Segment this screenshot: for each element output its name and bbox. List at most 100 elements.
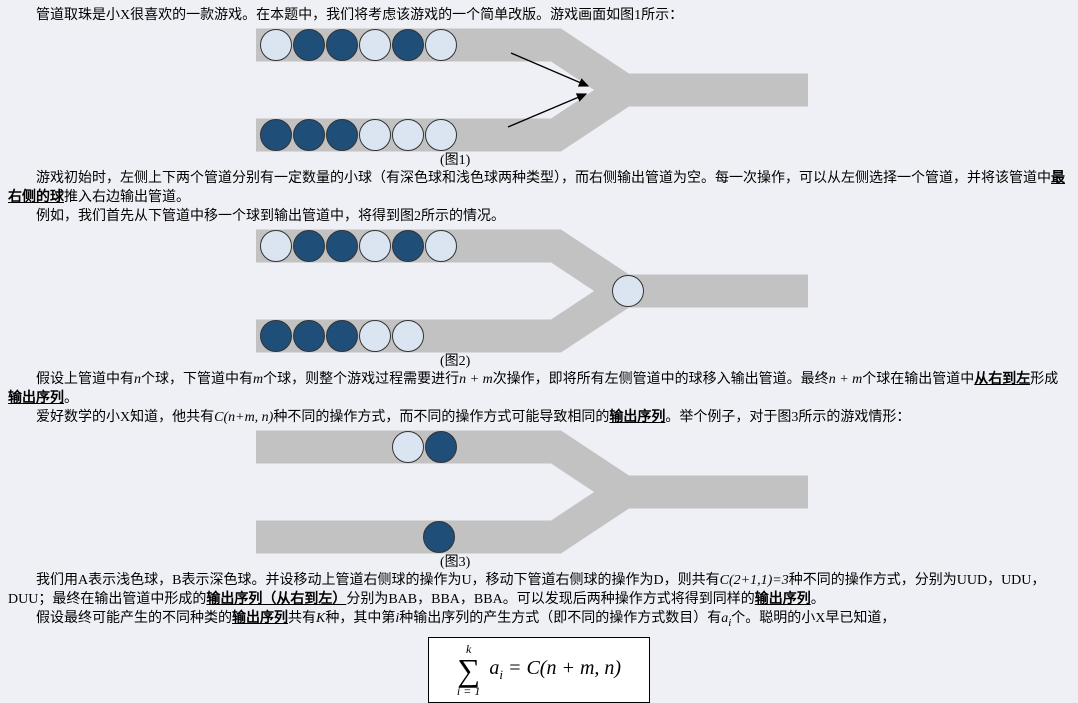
- text-run: 游戏初始时，左侧上下两个管道分别有一定数量的小球（有深色球和浅色球两种类型），而…: [36, 171, 1051, 186]
- figure-3-caption: (图3): [440, 555, 471, 570]
- text-run: 种输出序列的产生方式（即不同的操作方式数目）有: [399, 611, 722, 626]
- pipe-top: [256, 430, 634, 506]
- ball-dark: [293, 29, 325, 61]
- ball-light: [260, 29, 292, 61]
- formula-var-a: a: [489, 656, 500, 679]
- ball-light: [612, 275, 644, 307]
- paragraph-conclusion: 假设最终可能产生的不同种类的输出序列共有K种，其中第i种输出序列的产生方式（即不…: [8, 609, 1070, 633]
- balls-group: [260, 29, 457, 151]
- text-run: 形成: [1030, 372, 1059, 387]
- term-output-sequence-rtl: 输出序列（从右到左）: [206, 592, 347, 607]
- ball-light: [359, 230, 391, 262]
- ball-dark: [260, 320, 292, 352]
- text-run: 假设上管道中有: [36, 372, 134, 387]
- var-a-subscript: i: [728, 616, 732, 629]
- paragraph-ab-example: 我们用A表示浅色球，B表示深色球。并设移动上管道右侧球的操作为U，移动下管道右侧…: [8, 571, 1070, 609]
- text-run: 推入右边输出管道。: [64, 190, 190, 205]
- text-run: 种不同的操作方式，而不同的操作方式可能导致相同的: [273, 410, 610, 425]
- figure-2: [8, 229, 1070, 353]
- ball-light: [392, 119, 424, 151]
- text-run: 。: [810, 592, 825, 607]
- text-run: 例如，我们首先从下管道中移一个球到输出管道中，将得到图2所示的情况。: [36, 209, 505, 224]
- sum-lower-limit: i = 1: [456, 683, 481, 698]
- formula-equals-rhs: = C(n + m, n): [507, 656, 622, 679]
- sum-upper-limit: k: [465, 641, 472, 656]
- paragraph-rules: 游戏初始时，左侧上下两个管道分别有一定数量的小球（有深色球和浅色球两种类型），而…: [8, 169, 1070, 207]
- figure-2-caption: (图2): [440, 354, 471, 369]
- var-i: i: [395, 611, 400, 626]
- text-run: 分别为BAB，BBA，BBA。可以发现后两种操作方式将得到同样的: [346, 592, 755, 607]
- ball-light: [392, 431, 424, 463]
- formula-container: k ∑ i = 1 ai = C(n + m, n): [8, 636, 1070, 703]
- paragraph-combinatorics: 爱好数学的小X知道，他共有C(n+m, n)种不同的操作方式，而不同的操作方式可…: [8, 408, 1070, 427]
- ball-dark: [260, 119, 292, 151]
- paragraph-example-move: 例如，我们首先从下管道中移一个球到输出管道中，将得到图2所示的情况。: [8, 207, 1070, 226]
- ball-dark: [392, 230, 424, 262]
- ball-dark: [293, 119, 325, 151]
- ball-light: [359, 119, 391, 151]
- ball-dark: [293, 320, 325, 352]
- var-n-plus-m: n + m: [459, 372, 493, 387]
- text-run: 共有: [288, 611, 316, 626]
- text-run: 个球在输出管道中: [862, 372, 975, 387]
- ball-light: [425, 119, 457, 151]
- balls-group: [260, 230, 644, 352]
- balls-group: [392, 431, 457, 553]
- formula-var-a-sub: i: [499, 666, 503, 682]
- ball-dark: [326, 119, 358, 151]
- term-output-sequence: 输出序列: [609, 410, 666, 425]
- ball-dark: [326, 320, 358, 352]
- formula: k ∑ i = 1 ai = C(n + m, n): [427, 636, 651, 703]
- text-run: 个球，则整个游戏过程需要进行: [263, 372, 460, 387]
- term-rightmost-ball: 最右侧的球: [8, 171, 1065, 205]
- ball-light: [260, 230, 292, 262]
- ball-light: [425, 29, 457, 61]
- text-run: 。: [64, 391, 78, 406]
- text-run: 种，其中第: [325, 611, 396, 626]
- expr-choose-3: C(2+1,1)=3: [719, 573, 789, 588]
- flow-arrow-bottom: [507, 93, 588, 128]
- ball-light: [425, 230, 457, 262]
- var-m: m: [253, 372, 264, 387]
- var-k: K: [316, 611, 326, 626]
- ball-dark: [326, 230, 358, 262]
- text-run: 。举个例子，对于图3所示的游戏情形：: [665, 410, 911, 425]
- figure-1-caption: (图1): [440, 153, 471, 168]
- text-run: 个球，下管道中有: [141, 372, 253, 387]
- text-run: 次操作，即将所有左侧管道中的球移入输出管道。最终: [492, 372, 829, 387]
- flow-arrow-top: [510, 52, 590, 87]
- term-output-sequence: 输出序列: [8, 391, 64, 406]
- text-run: 管道取珠是小X很喜欢的一款游戏。在本题中，我们将考虑该游戏的一个简单改版。游戏画…: [36, 8, 684, 23]
- text-run: 爱好数学的小X知道，他共有: [36, 410, 215, 425]
- figure-3: [8, 430, 1070, 554]
- term-output-sequence: 输出序列: [754, 592, 811, 607]
- pipe-diagram-3: [256, 430, 808, 554]
- text-run: 种不同的操作方式，分别为UUD，UDU，DUU；最终在输出管道中形成的: [8, 573, 1046, 607]
- var-a: a: [721, 611, 729, 626]
- pipe-bottom: [256, 478, 634, 554]
- text-run: 我们用A表示浅色球，B表示深色球。并设移动上管道右侧球的操作为U，移动下管道右侧…: [36, 573, 720, 588]
- sigma-glyph: ∑: [457, 651, 481, 688]
- var-n-plus-m: n + m: [828, 372, 863, 387]
- ball-dark: [326, 29, 358, 61]
- text-run: 假设最终可能产生的不同种类的: [36, 611, 232, 626]
- ball-dark: [425, 431, 457, 463]
- summation-symbol: k ∑ i = 1: [457, 643, 480, 697]
- ball-light: [359, 320, 391, 352]
- term-output-sequence: 输出序列: [232, 611, 288, 626]
- formula-body: ai = C(n + m, n): [489, 657, 621, 683]
- ball-dark: [423, 521, 455, 553]
- ball-light: [392, 320, 424, 352]
- ball-dark: [392, 29, 424, 61]
- pipe-diagram-1: [256, 28, 808, 152]
- paragraph-sequence: 假设上管道中有n个球，下管道中有m个球，则整个游戏过程需要进行n + m次操作，…: [8, 370, 1070, 408]
- ball-dark: [293, 230, 325, 262]
- ball-light: [359, 29, 391, 61]
- paragraph-intro: 管道取珠是小X很喜欢的一款游戏。在本题中，我们将考虑该游戏的一个简单改版。游戏画…: [8, 6, 1070, 25]
- figure-1: [8, 28, 1070, 152]
- var-n: n: [134, 372, 141, 387]
- pipe-diagram-2: [256, 229, 808, 353]
- text-run: 个。聪明的小X早已知道，: [731, 611, 896, 626]
- term-right-to-left: 从右到左: [974, 372, 1031, 387]
